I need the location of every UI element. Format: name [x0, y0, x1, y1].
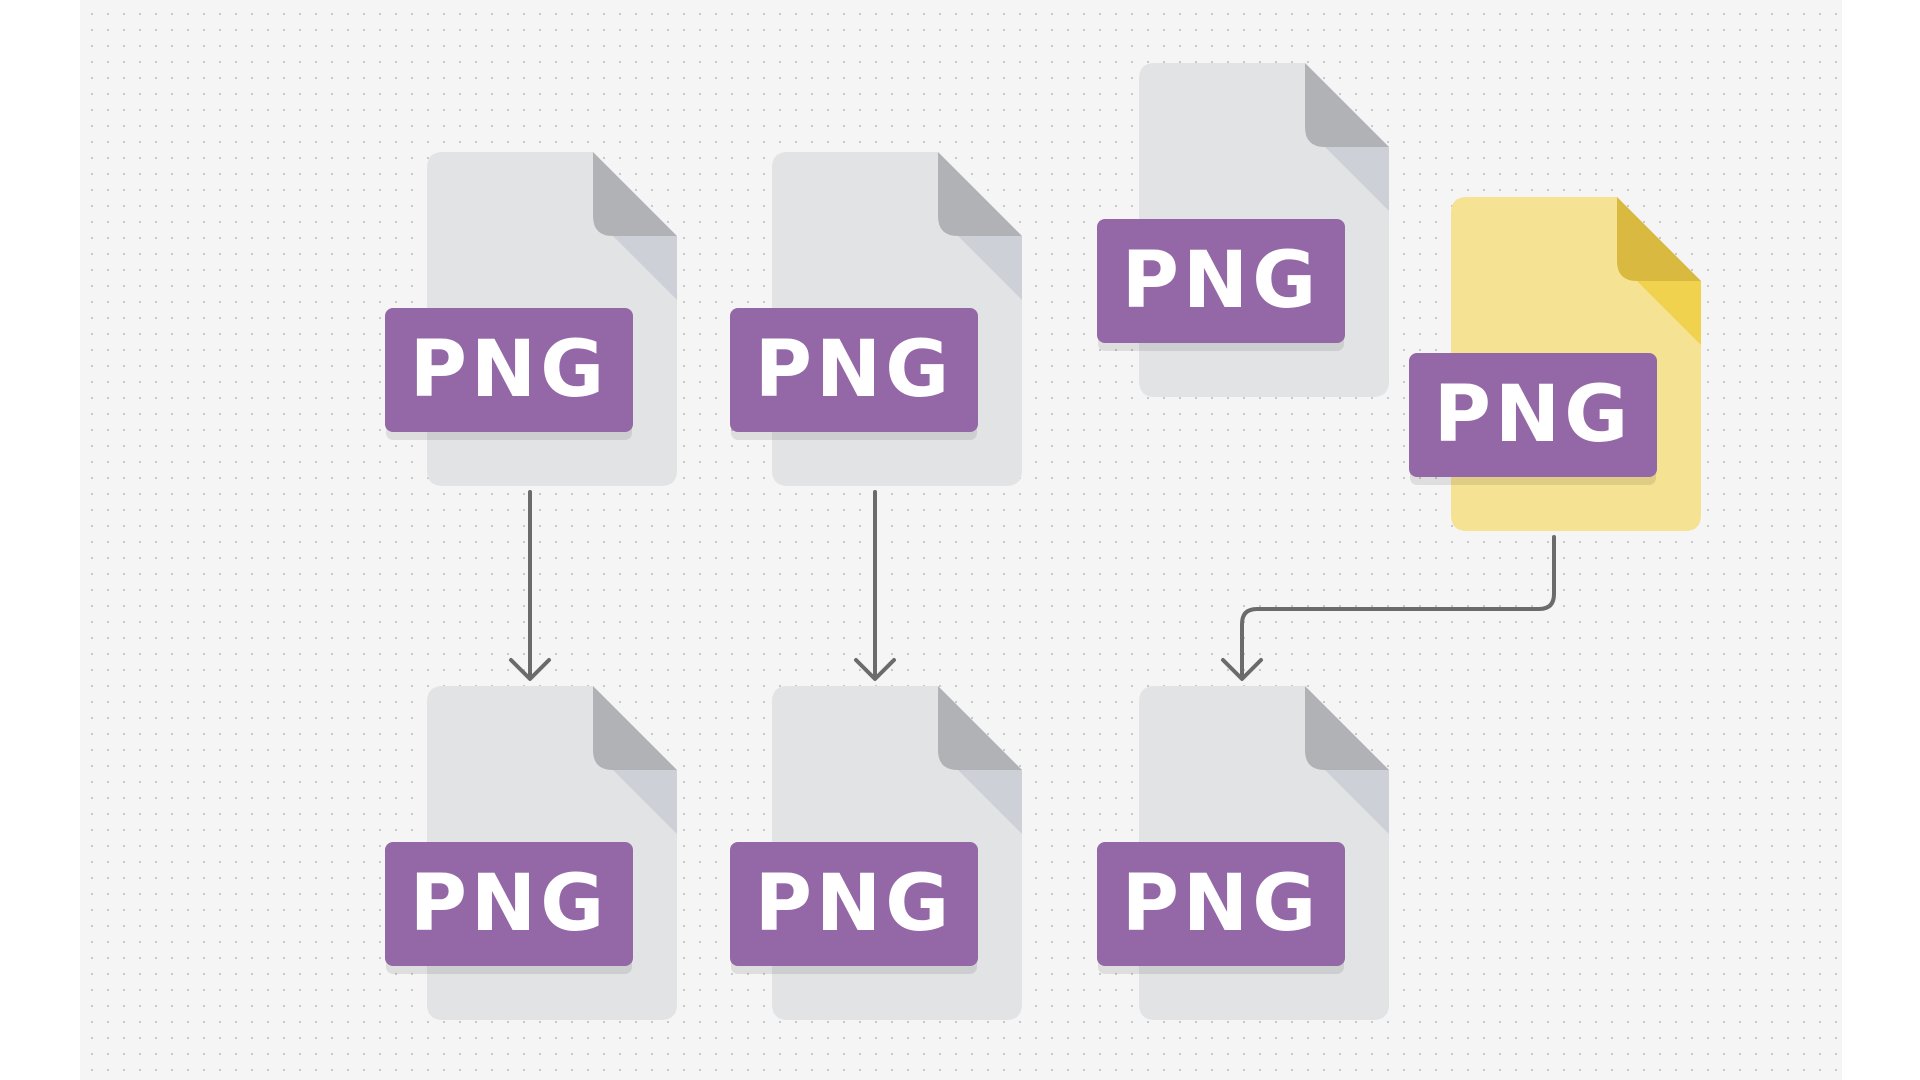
folded-corner [1617, 197, 1701, 281]
file-type-badge: PNG [385, 308, 633, 432]
folded-corner [938, 152, 1022, 236]
png-file-icon-selected[interactable]: PNG [1409, 197, 1719, 531]
arrowhead-icon [854, 658, 896, 681]
png-file-icon[interactable]: PNG [385, 152, 695, 486]
file-type-badge: PNG [1097, 219, 1345, 343]
file-type-badge: PNG [1097, 842, 1345, 966]
connector-b1-b2[interactable] [854, 490, 896, 681]
fold-shadow [613, 770, 677, 834]
folded-corner [1305, 63, 1389, 147]
fold-shadow [1325, 147, 1389, 211]
folded-corner [593, 152, 677, 236]
fold-shadow [613, 236, 677, 300]
file-type-badge: PNG [730, 308, 978, 432]
png-file-icon[interactable]: PNG [730, 152, 1040, 486]
connector-d1-c2[interactable] [1221, 535, 1556, 681]
folded-corner [1305, 686, 1389, 770]
file-type-badge: PNG [385, 842, 633, 966]
folded-corner [593, 686, 677, 770]
png-file-icon[interactable]: PNG [1097, 63, 1407, 397]
arrowhead-icon [509, 658, 551, 681]
fold-shadow [1637, 281, 1701, 345]
connector-a1-a2[interactable] [509, 490, 551, 681]
file-type-badge: PNG [1409, 353, 1657, 477]
fold-shadow [1325, 770, 1389, 834]
folded-corner [938, 686, 1022, 770]
fold-shadow [958, 770, 1022, 834]
arrowhead-icon [1221, 658, 1263, 681]
png-file-icon[interactable]: PNG [385, 686, 695, 1020]
fold-shadow [958, 236, 1022, 300]
png-file-icon[interactable]: PNG [1097, 686, 1407, 1020]
file-type-badge: PNG [730, 842, 978, 966]
png-file-icon[interactable]: PNG [730, 686, 1040, 1020]
